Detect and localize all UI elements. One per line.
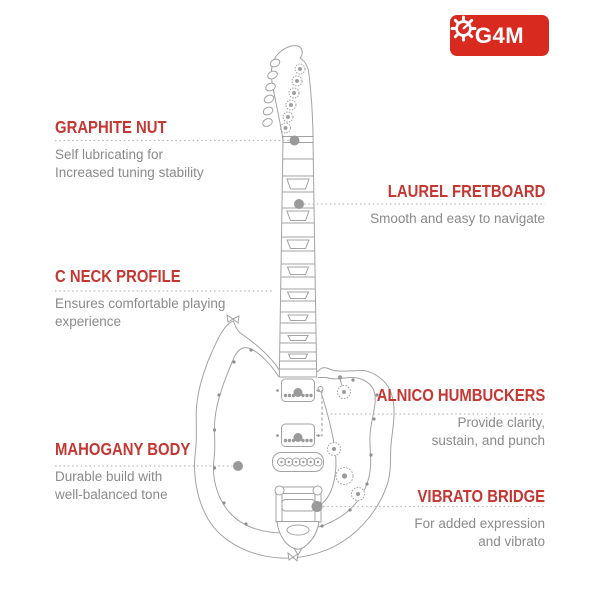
callout-title: ALNICO HUMBUCKERS <box>376 385 545 405</box>
humbucker-bracket <box>316 389 323 437</box>
callout-dots <box>233 135 323 512</box>
neck-humbucker <box>276 378 320 402</box>
callout-title: MAHOGANY BODY <box>55 439 191 459</box>
pickup-selector-switch <box>337 375 351 399</box>
brand-logo: G4M <box>450 15 549 56</box>
callout-description: Smooth and easy to navigate <box>370 211 545 226</box>
neck <box>278 139 318 378</box>
callout-mahogany-body: MAHOGANY BODY Durable build with well-ba… <box>55 439 305 504</box>
callout-description: Ensures comfortable playing experience <box>55 296 226 329</box>
control-knobs <box>327 442 365 501</box>
callout-description: Self lubricating for Increased tuning st… <box>55 147 204 180</box>
frets <box>279 158 317 370</box>
callout-description: Provide clarity, sustain, and punch <box>431 415 545 448</box>
callout-title: C NECK PROFILE <box>55 266 181 286</box>
callout-c-neck-profile: C NECK PROFILE Ensures comfortable playi… <box>55 266 305 331</box>
callout-description: For added expression and vibrato <box>414 516 545 549</box>
callout-alnico-humbuckers: ALNICO HUMBUCKERS Provide clarity, susta… <box>295 385 545 450</box>
callout-connectors <box>55 139 545 508</box>
fret-inlays <box>286 178 310 359</box>
callout-laurel-fretboard: LAUREL FRETBOARD Smooth and easy to navi… <box>295 181 545 228</box>
headstock <box>262 45 314 143</box>
gear-gauge-icon <box>450 15 477 42</box>
strap-buttons <box>226 313 299 563</box>
tuning-machines <box>262 58 306 134</box>
callout-graphite-nut: GRAPHITE NUT Self lubricating for Increa… <box>55 117 305 182</box>
callout-description: Durable build with well-balanced tone <box>55 469 168 502</box>
callout-title: VIBRATO BRIDGE <box>417 486 545 506</box>
callout-title: LAUREL FRETBOARD <box>387 181 545 201</box>
bridge-saddles <box>272 452 324 472</box>
callout-vibrato-bridge: VIBRATO BRIDGE For added expression and … <box>295 486 545 551</box>
brand-logo-text: G4M <box>474 22 525 48</box>
pickguard-screws <box>212 348 379 535</box>
bridge-humbucker <box>276 423 320 447</box>
callout-title: GRAPHITE NUT <box>55 117 167 137</box>
